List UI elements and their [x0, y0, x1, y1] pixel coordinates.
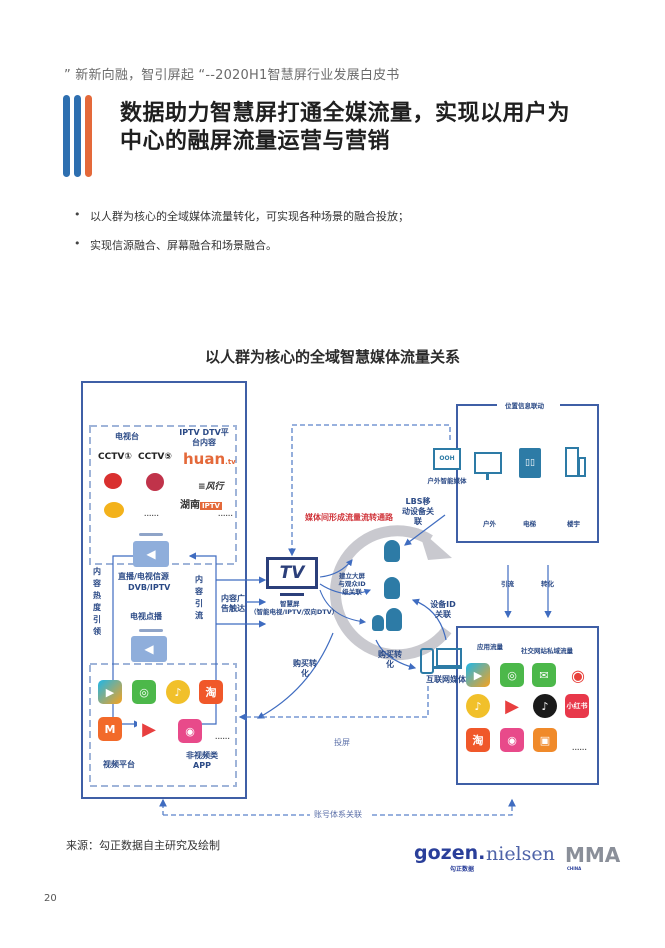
bullet-list: 以人群为核心的全域媒体流量转化，可实现各种场景的融合投放； 实现信源融合、屏幕融… — [74, 208, 409, 266]
bullet-item: 以人群为核心的全域媒体流量转化，可实现各种场景的融合投放； — [74, 208, 409, 224]
smart-screen-sub: （智能电视/IPTV/双向DTV） — [250, 608, 339, 616]
flow-label: 转化 — [541, 580, 554, 588]
laptop-icon — [436, 648, 462, 667]
accent-bar-blue-2 — [74, 95, 81, 177]
taobao-icon: 淘 — [466, 728, 490, 752]
id-link-label: 建立大屏与观众ID级关联 — [338, 572, 366, 596]
tencent-video-icon: ▶ — [98, 680, 122, 704]
internet-traffic-box-border — [456, 626, 599, 785]
elevator-icon: ▯▯ — [519, 448, 541, 478]
location-item: 电梯 — [523, 520, 536, 528]
tv-icon: TV — [266, 557, 318, 589]
flow-ring-arrowhead — [418, 528, 452, 560]
user-icon — [384, 540, 400, 562]
live-source-label: 直播/电视信源 — [118, 572, 169, 581]
video-platform-label: 视频平台 — [103, 760, 135, 769]
vod-player-icon: ◀ — [131, 636, 167, 662]
location-link-title: 位置信息联动 — [505, 402, 544, 410]
iqiyi-icon: ◎ — [500, 663, 524, 687]
non-video-app-label: 非视频类APP — [186, 751, 218, 770]
phone-icon — [420, 648, 434, 674]
mma-logo-sub: CHINA — [567, 866, 582, 871]
wechat-icon: ✉ — [532, 663, 556, 687]
channel-label: 媒体间形成流量流转通路 — [305, 513, 393, 522]
cctv1-logo: CCTV① — [98, 452, 132, 462]
user-icon — [386, 608, 402, 631]
ximalaya-icon: ◉ — [178, 719, 202, 743]
location-item: 楼宇 — [567, 520, 580, 528]
live-source-sub: DVB/IPTV — [128, 583, 171, 592]
ooh-icon: OOH — [433, 448, 461, 470]
kuaishou-icon: ▣ — [533, 728, 557, 752]
hunan-tv-logo — [104, 502, 124, 518]
smart-screen-label: 智慧屏 — [280, 600, 300, 608]
taobao-icon: 淘 — [199, 680, 223, 704]
mango-tv-icon: M — [98, 717, 122, 741]
iptv-label: IPTV DTV平台内容 — [179, 428, 229, 447]
heat-guide-arrow — [112, 555, 142, 728]
left-panel-border — [81, 381, 247, 799]
bullet-item: 实现信源融合、屏幕融合和场景融合。 — [74, 237, 409, 253]
content-flow-arrow — [188, 552, 217, 725]
weibo-icon: ◉ — [566, 663, 590, 687]
account-link-label: 账号体系关联 — [314, 810, 362, 819]
douyin-icon: ♪ — [533, 694, 557, 718]
content-flow-label: 内容引流 — [195, 575, 203, 620]
purchase-label-right: 购买转化 — [378, 650, 402, 669]
heat-guide-label: 内容热度引领 — [93, 567, 101, 636]
qq-music-icon: ♪ — [466, 694, 490, 718]
iqiyi-icon: ◎ — [132, 680, 156, 704]
content-ad-label: 内容广告触达 — [221, 594, 245, 613]
flow-ring — [329, 525, 452, 661]
apps-dashed-box — [89, 663, 237, 787]
app-traffic-label: 应用流量 — [477, 643, 503, 651]
accent-bar-blue-1 — [63, 95, 70, 177]
diagram-title: 以人群为核心的全域智慧媒体流量关系 — [204, 348, 460, 366]
page-title: 数据助力智慧屏打通全媒流量，实现以用户为中心的融屏流量运营与营销 — [120, 101, 571, 154]
ximalaya-icon: ◉ — [500, 728, 524, 752]
purchase-label-left: 购买转化 — [293, 659, 317, 678]
lbs-label: LBS移动设备关联 — [402, 497, 434, 526]
location-item: 户外 — [483, 520, 496, 528]
xiaohongshu-icon: 小红书 — [565, 694, 589, 718]
gozen-logo: gozen. — [414, 842, 486, 864]
live-player-icon: ◀ — [133, 541, 169, 567]
location-box-border — [456, 404, 599, 543]
mma-logo: MMA — [565, 843, 621, 867]
cast-label: 投屏 — [334, 738, 350, 747]
tv-stations-label: 电视台 — [115, 432, 139, 441]
building-icon — [565, 447, 579, 477]
qq-music-icon: ♪ — [166, 680, 190, 704]
billboard-icon — [474, 452, 502, 474]
youku-icon: ▶ — [137, 717, 161, 741]
cast-dashed — [238, 686, 429, 721]
nielsen-logo: nielsen — [486, 843, 555, 865]
page-number: 20 — [44, 893, 57, 904]
huan-logo: huan.tv — [183, 450, 236, 468]
vod-label: 电视点播 — [130, 612, 162, 621]
jiangsu-tv-logo — [104, 473, 122, 489]
cctv5-logo: CCTV⑤ — [138, 452, 172, 462]
accent-bar-orange — [85, 95, 92, 177]
tencent-video-icon: ▶ — [466, 663, 490, 687]
dragon-tv-logo — [146, 473, 164, 491]
internet-media-label: 互联网媒体 — [426, 675, 466, 684]
social-traffic-label: 社交网站私域流量 — [521, 647, 573, 655]
user-icon — [384, 577, 400, 599]
source-note: 来源：勾正数据自主研究及绘制 — [66, 839, 220, 852]
fengxing-logo: ≡风行 — [198, 482, 224, 492]
gozen-logo-sub: 勾正数据 — [450, 866, 475, 873]
header-quote: ” 新新向融，智引屏起 “--2020H1智慧屏行业发展白皮书 — [64, 68, 400, 83]
youku-icon: ▶ — [500, 694, 524, 718]
ooh-caption: 户外智能媒体 — [427, 477, 467, 485]
flow-label: 引流 — [501, 580, 514, 588]
device-id-label: 设备ID关联 — [430, 600, 456, 619]
child-icon — [372, 615, 384, 631]
